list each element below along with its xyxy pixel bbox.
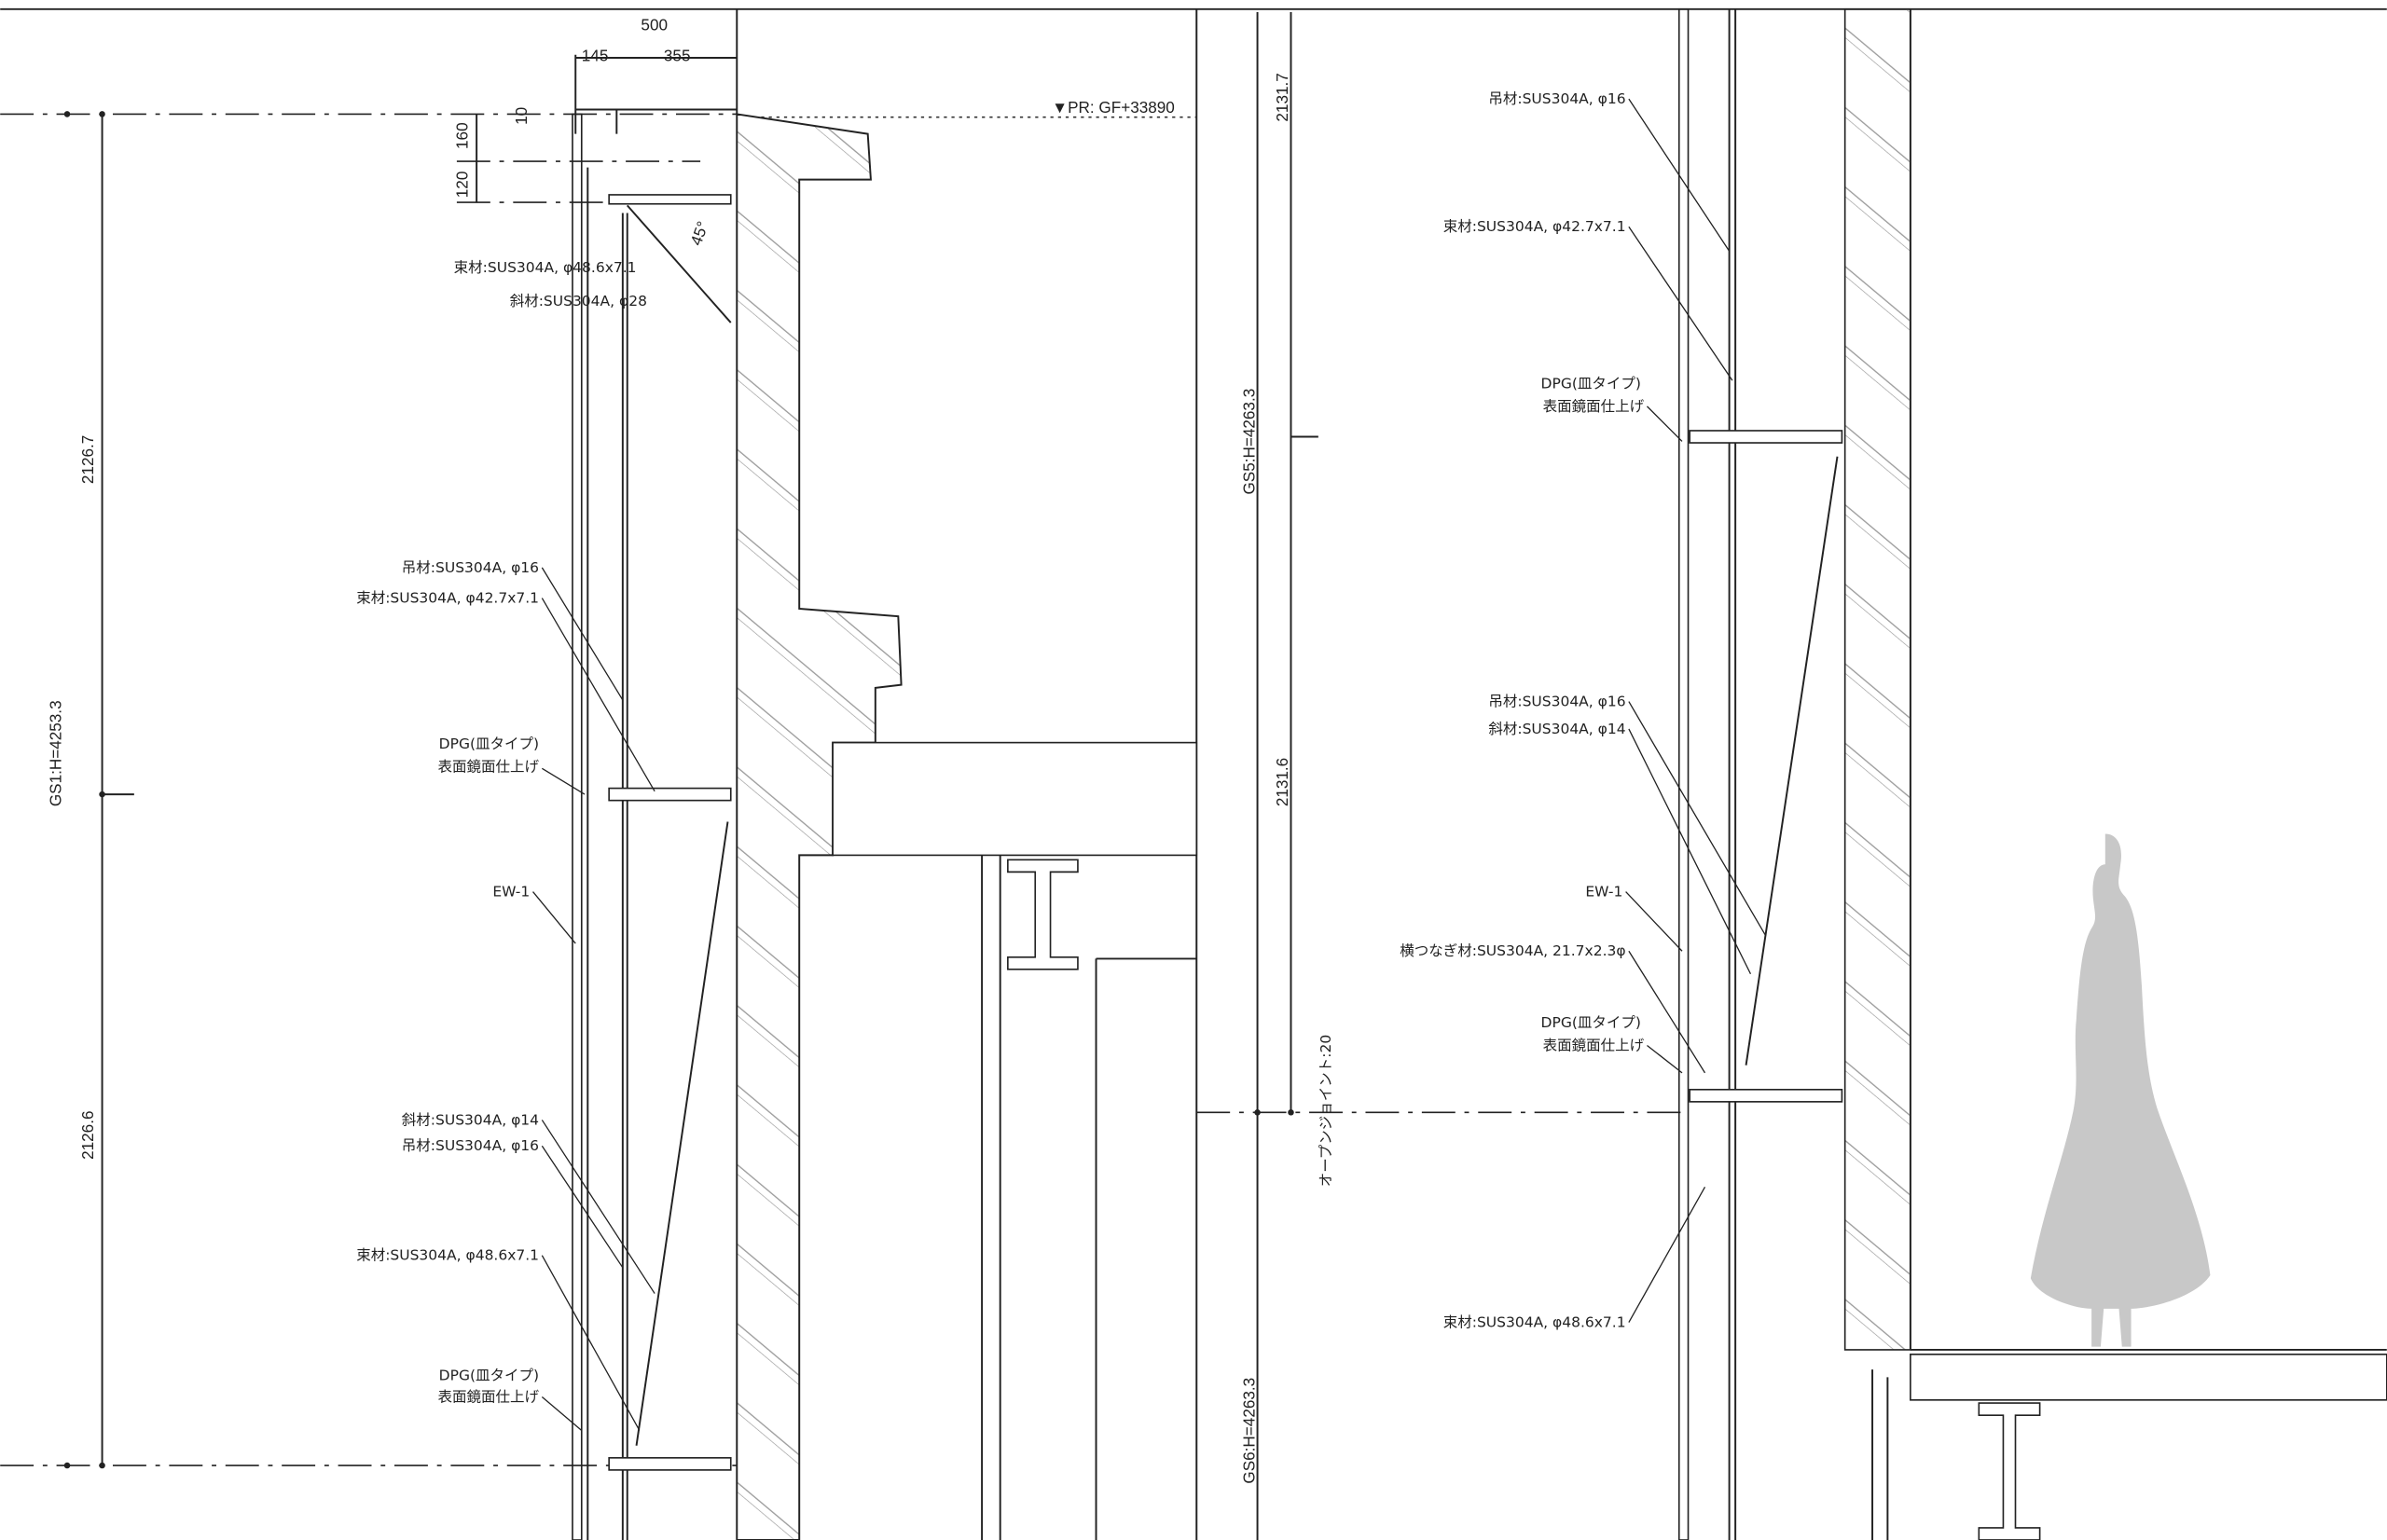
left-section: GS1:H=4253.3 2126.7 2126.6 160 120 10 45… (0, 16, 1198, 1540)
label: 横つなぎ材:SUS304A, 21.7x2.3φ (1400, 942, 1625, 959)
dim-145: 145 (582, 46, 609, 64)
human-silhouette (2030, 833, 2211, 1347)
level-mark: ▼PR: GF+33890 (1052, 98, 1175, 117)
label: DPG(皿タイプ) (1541, 375, 1641, 392)
dim-upper: 2126.7 (78, 435, 97, 484)
label: 斜材:SUS304A, φ14 (402, 1111, 539, 1128)
dim-gs6: GS6:H=4263.3 (1239, 1378, 1258, 1484)
dim-gs1: GS1:H=4253.3 (46, 700, 64, 806)
right-section (1677, 7, 2387, 1540)
label: 斜材:SUS304A, φ28 (510, 293, 647, 309)
label: 表面鏡面仕上げ (438, 1387, 540, 1405)
label: 斜材:SUS304A, φ14 (1488, 721, 1625, 737)
dim-500: 500 (641, 16, 668, 34)
label: DPG(皿タイプ) (439, 1368, 539, 1384)
label: 束材:SUS304A, φ48.6x7.1 (356, 1247, 539, 1264)
right-labels: 吊材:SUS304A, φ16 束材:SUS304A, φ42.7x7.1 DP… (1400, 90, 1767, 1330)
label: 吊材:SUS304A, φ16 (402, 1137, 539, 1154)
dim-160: 160 (452, 122, 471, 149)
label: 束材:SUS304A, φ42.7x7.1 (356, 589, 539, 606)
label: EW-1 (492, 883, 530, 900)
dim-45: 45° (686, 219, 712, 248)
dim-355: 355 (664, 46, 691, 64)
label: 吊材:SUS304A, φ16 (1488, 90, 1625, 107)
open-joint-label: オープンジョイント:20 (1318, 1035, 1334, 1188)
left-labels: 束材:SUS304A, φ48.6x7.1 斜材:SUS304A, φ28 吊材… (356, 259, 655, 1431)
label: DPG(皿タイプ) (1541, 1014, 1641, 1031)
label: 束材:SUS304A, φ42.7x7.1 (1443, 218, 1626, 235)
middle-dimensions: GS5:H=4263.3 GS6:H=4263.3 2131.7 2131.6 … (1196, 12, 1683, 1540)
label: 吊材:SUS304A, φ16 (402, 559, 539, 576)
dim-lower: 2126.6 (78, 1111, 97, 1160)
label: 束材:SUS304A, φ48.6x7.1 (454, 259, 637, 276)
label: 吊材:SUS304A, φ16 (1488, 693, 1625, 709)
label: 表面鏡面仕上げ (1543, 397, 1645, 415)
dim-2131-7: 2131.7 (1273, 73, 1291, 121)
label: 表面鏡面仕上げ (438, 758, 540, 776)
label: EW-1 (1585, 883, 1622, 900)
dim-2131-6: 2131.6 (1273, 758, 1291, 806)
dim-120: 120 (452, 172, 471, 199)
label: 束材:SUS304A, φ48.6x7.1 (1443, 1313, 1626, 1330)
dim-10: 10 (512, 107, 531, 125)
label: 表面鏡面仕上げ (1543, 1036, 1645, 1053)
label: DPG(皿タイプ) (439, 736, 539, 752)
dim-gs5: GS5:H=4263.3 (1239, 389, 1258, 495)
